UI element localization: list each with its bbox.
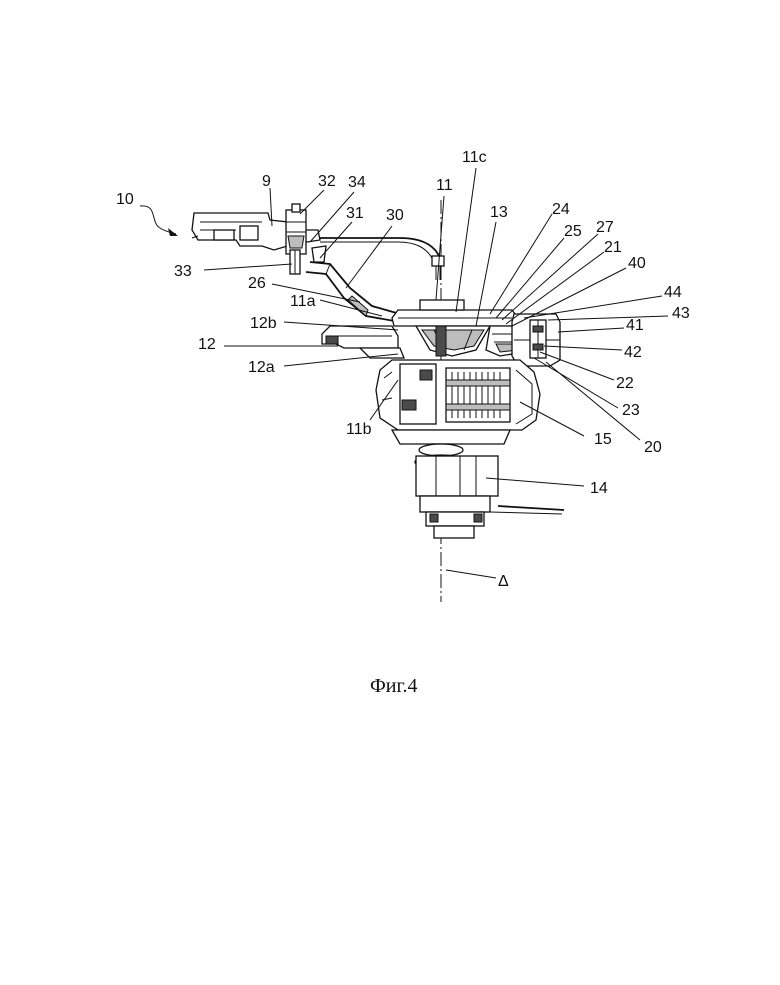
axis-label: Δ [498,573,509,590]
label-22: 22 [616,375,634,392]
label-20: 20 [644,439,662,456]
label-33: 33 [174,263,192,280]
label-27: 27 [596,219,614,236]
label-40: 40 [628,255,646,272]
mechanism-illustration [140,200,564,602]
label-11: 11 [436,177,453,194]
label-25: 25 [564,223,582,240]
label-31: 31 [346,205,364,222]
label-11c: 11c [462,149,487,166]
lower-connector [416,456,564,538]
label-34: 34 [348,174,366,191]
label-43: 43 [672,305,690,322]
motor-body [376,360,540,444]
mounting-flange [322,326,404,358]
assembly-arrowhead [168,228,178,236]
label-9: 9 [262,173,271,190]
label-30: 30 [386,207,404,224]
figure-caption: Фиг.4 [370,675,417,697]
lower-stub [290,246,326,274]
top-cover [392,300,518,326]
label-13: 13 [490,204,508,221]
label-24: 24 [552,201,570,218]
label-14: 14 [590,480,608,497]
label-23: 23 [622,402,640,419]
label-42: 42 [624,344,642,361]
label-11b: 11b [346,421,372,438]
label-12b: 12b [250,315,277,332]
label-12: 12 [198,336,216,353]
label-32: 32 [318,173,336,190]
label-11a: 11a [290,293,316,310]
cable-clip [432,256,444,266]
label-44: 44 [664,284,682,301]
label-21: 21 [604,239,622,256]
label-10: 10 [116,191,134,208]
conical-hub [416,326,490,356]
label-12a: 12a [248,359,275,376]
label-41: 41 [626,317,644,334]
bracket-arm [306,262,400,322]
label-15: 15 [594,431,612,448]
assembly-arrow [140,206,176,234]
label-26: 26 [248,275,266,292]
